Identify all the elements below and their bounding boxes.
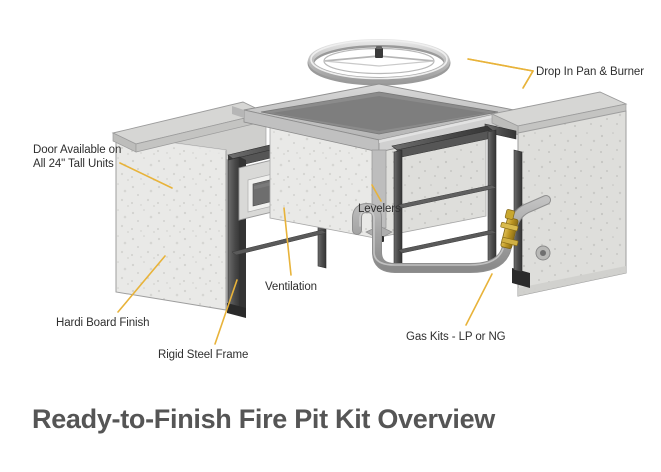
drop-in-leader-arrow	[467, 58, 534, 89]
leader-rigid-steel-frame	[214, 279, 238, 345]
callout-label-gas-kits: Gas Kits - LP or NG	[406, 331, 506, 343]
right-cabinet-unit	[490, 91, 628, 297]
right-leveler-foot	[512, 268, 530, 288]
callout-label-hardi-board-finish: Hardi Board Finish	[56, 317, 150, 329]
gas-port-knob	[535, 245, 551, 261]
leader-hardi-board	[117, 255, 166, 313]
leader-gas-kits	[465, 273, 493, 326]
page-title: Ready-to-Finish Fire Pit Kit Overview	[32, 404, 495, 434]
door-label-line-1: Door Available on	[33, 144, 122, 156]
door-label-line-2: All 24" Tall Units	[33, 158, 114, 170]
leader-door-available	[119, 162, 173, 189]
leader-ventilation	[283, 207, 292, 276]
callout-label-ventilation: Ventilation	[265, 281, 317, 293]
drop-in-burner-ring	[307, 39, 451, 86]
brass-gas-fitting	[500, 209, 519, 249]
leader-levelers	[371, 184, 382, 202]
callout-label-door-available: Door Available on All 24" Tall Units	[33, 143, 121, 171]
right-unit-steel-frame	[391, 123, 530, 288]
callout-label-rigid-steel-frame: Rigid Steel Frame	[158, 349, 249, 361]
left-unit-end-board	[115, 134, 227, 311]
callout-label-drop-in-pan-burner: Drop In Pan & Burner	[536, 66, 644, 78]
fire-pit-kit-illustration	[111, 39, 628, 345]
callout-label-levelers: Levelers	[358, 203, 401, 215]
